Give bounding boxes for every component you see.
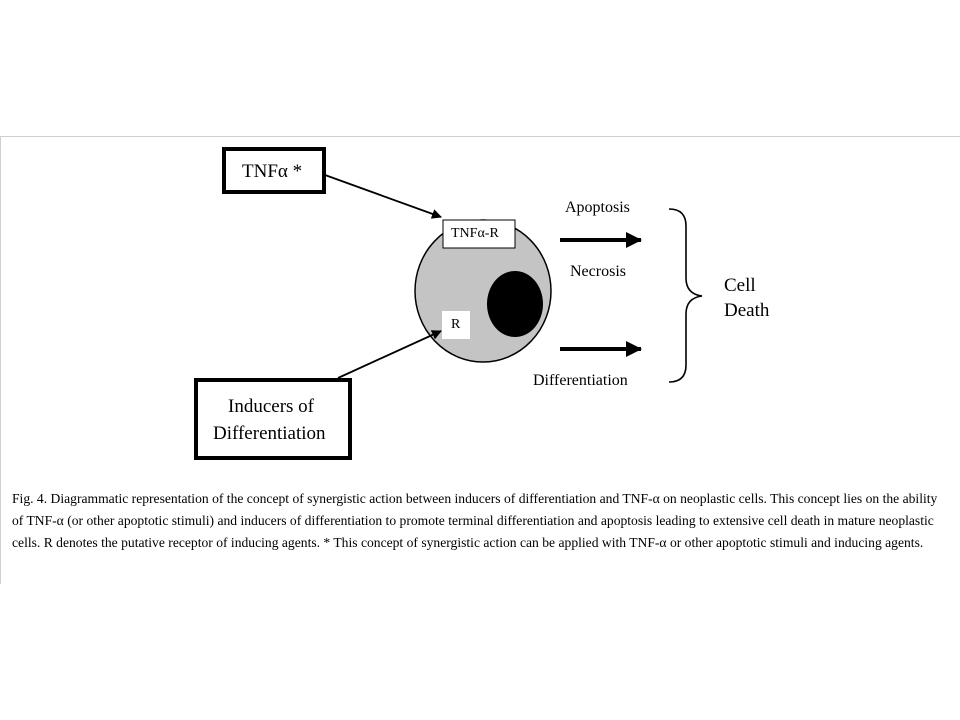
inducers-box: [194, 378, 352, 460]
tnf-receptor-label: TNFα-R: [451, 226, 499, 241]
necrosis-label: Necrosis: [570, 263, 626, 280]
inducers-label-line1: Inducers of: [228, 396, 314, 417]
inducers-label-line2: Differentiation: [213, 423, 326, 444]
curly-brace: [668, 208, 703, 383]
cell-death-line1: Cell: [724, 275, 756, 296]
apoptosis-label: Apoptosis: [565, 199, 630, 216]
differentiation-label: Differentiation: [533, 372, 628, 389]
tnf-arrow: [324, 174, 442, 219]
tnf-label: TNFα *: [242, 161, 303, 182]
receptor-label: R: [451, 317, 461, 332]
cell-nucleus: [487, 271, 543, 337]
inducers-arrow: [337, 330, 442, 379]
tnf-receptor-box: [442, 219, 516, 249]
figure-frame: [0, 136, 960, 584]
figure-caption: Fig. 4. Diagrammatic representation of t…: [12, 491, 938, 550]
tnf-box: [222, 147, 326, 194]
cell-death-line2: Death: [724, 300, 770, 321]
receptor-box: [442, 311, 470, 339]
